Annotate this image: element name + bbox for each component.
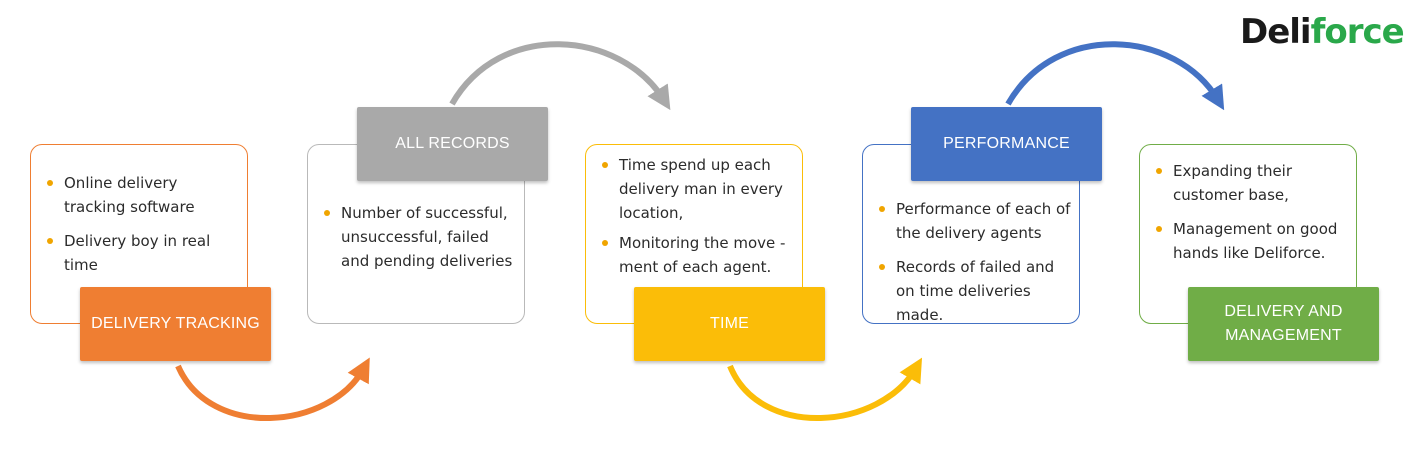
logo-text-dark: Deli: [1240, 12, 1312, 52]
bullet-item: Management on good hands like Deliforce.: [1148, 217, 1348, 265]
bullet-item: Delivery boy in real time: [39, 229, 239, 277]
bullet-text: Delivery boy in real time: [64, 232, 211, 274]
bullet-text: Time spend up each delivery man in every…: [619, 156, 783, 222]
bullet-dot: [324, 210, 330, 216]
arrow-records-to-time: [449, 41, 671, 111]
step-time-label: TIME: [634, 287, 825, 361]
bullet-dot: [47, 180, 53, 186]
arrow-performance-to-management: [1005, 41, 1225, 111]
step-delivery-tracking-label: DELIVERY TRACKING: [80, 287, 271, 361]
bullet-text: Performance of each of the delivery agen…: [896, 200, 1071, 242]
bullet-dot: [879, 264, 885, 270]
bullet-text: Number of successful, unsuccessful, fail…: [341, 204, 513, 270]
arrow-time-to-performance: [727, 357, 923, 421]
bullet-dot: [879, 206, 885, 212]
bullet-item: Number of successful, unsuccessful, fail…: [316, 201, 516, 273]
logo-text-green: force: [1310, 12, 1405, 52]
bullet-dot: [47, 238, 53, 244]
arrow-tracking-to-records: [175, 357, 370, 421]
bullet-text: Expanding their customer base,: [1173, 162, 1293, 204]
bullet-item: Online delivery tracking software: [39, 171, 239, 219]
bullet-item: Time spend up each delivery man in every…: [594, 153, 794, 225]
bullet-item: Monitoring the move -ment of each agent.: [594, 231, 794, 279]
bullet-text: Records of failed and on time deliveries…: [896, 258, 1055, 324]
bullet-text: Monitoring the move -ment of each agent.: [619, 234, 786, 276]
bullet-dot: [602, 162, 608, 168]
bullet-item: Performance of each of the delivery agen…: [871, 197, 1071, 245]
bullet-item: Records of failed and on time deliveries…: [871, 255, 1071, 327]
step-all-records-label: ALL RECORDS: [357, 107, 548, 181]
bullet-dot: [1156, 168, 1162, 174]
bullet-dot: [602, 240, 608, 246]
deliforce-logo: Deliforce: [1240, 12, 1405, 52]
bullet-dot: [1156, 226, 1162, 232]
bullet-text: Online delivery tracking software: [64, 174, 195, 216]
bullet-item: Expanding their customer base,: [1148, 159, 1348, 207]
step-performance-label: PERFORMANCE: [911, 107, 1102, 181]
step-delivery-management-label: DELIVERY AND MANAGEMENT: [1188, 287, 1379, 361]
bullet-text: Management on good hands like Deliforce.: [1173, 220, 1338, 262]
